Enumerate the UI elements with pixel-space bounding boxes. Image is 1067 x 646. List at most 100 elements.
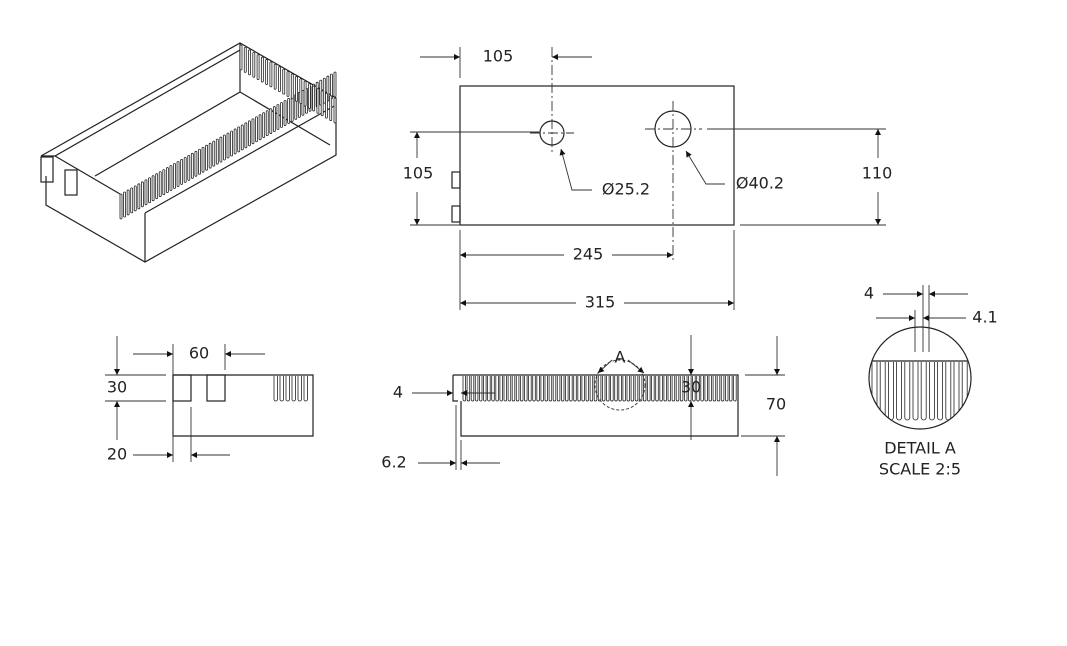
dim-fin-height: 30 bbox=[681, 378, 701, 397]
fin bbox=[140, 181, 144, 208]
fin bbox=[248, 49, 251, 76]
fin bbox=[479, 376, 483, 402]
fin bbox=[912, 362, 919, 421]
fin bbox=[663, 376, 667, 402]
fin bbox=[255, 116, 258, 143]
fin bbox=[548, 376, 553, 402]
fin bbox=[333, 97, 337, 124]
fin bbox=[634, 376, 639, 402]
fin bbox=[201, 146, 205, 173]
fin bbox=[945, 362, 952, 421]
dim-length: 315 bbox=[585, 293, 616, 312]
tab-iso-1 bbox=[40, 156, 54, 183]
fin bbox=[322, 77, 326, 104]
isometric-view bbox=[40, 42, 337, 263]
fin bbox=[536, 376, 540, 402]
fin bbox=[466, 376, 471, 402]
fin bbox=[700, 376, 704, 402]
fin bbox=[896, 362, 902, 421]
fin bbox=[733, 376, 737, 402]
fin bbox=[295, 75, 298, 102]
fin bbox=[194, 150, 198, 177]
iso-fins-front bbox=[119, 71, 337, 220]
fin bbox=[622, 376, 626, 402]
fin bbox=[511, 376, 516, 402]
dim-hole1-x: 105 bbox=[483, 47, 514, 66]
fin bbox=[119, 193, 123, 220]
fin bbox=[273, 63, 277, 90]
fin bbox=[708, 376, 712, 402]
fin bbox=[556, 376, 561, 402]
fin bbox=[585, 376, 589, 402]
dim-total-height: 70 bbox=[766, 395, 786, 414]
detail-a-marker bbox=[594, 359, 646, 411]
fin bbox=[240, 124, 244, 151]
detail-circle bbox=[868, 326, 972, 430]
fin bbox=[544, 376, 548, 402]
dim-tab-width: 20 bbox=[107, 445, 127, 464]
fin bbox=[688, 376, 692, 402]
fin bbox=[462, 376, 466, 402]
detail-dim-fin: 4 bbox=[864, 284, 874, 303]
iso-fins-right bbox=[239, 44, 337, 124]
fin bbox=[474, 376, 479, 402]
fin bbox=[265, 59, 269, 85]
tab-side-2 bbox=[206, 374, 226, 402]
fin bbox=[183, 156, 187, 183]
dim-offset: 6.2 bbox=[381, 453, 406, 472]
fin bbox=[561, 376, 565, 402]
fin bbox=[290, 73, 294, 100]
fin bbox=[130, 187, 134, 214]
fin bbox=[597, 376, 602, 402]
fin bbox=[888, 362, 894, 421]
fin bbox=[495, 376, 499, 402]
tab-iso-2 bbox=[64, 169, 78, 196]
fin bbox=[659, 376, 663, 402]
fin bbox=[520, 376, 524, 402]
tab-top-1 bbox=[451, 171, 461, 189]
fin bbox=[729, 376, 733, 402]
fin bbox=[151, 175, 155, 202]
fin bbox=[278, 66, 281, 93]
fin bbox=[725, 376, 729, 402]
fin bbox=[137, 183, 141, 210]
fin bbox=[684, 376, 688, 402]
fin bbox=[269, 61, 273, 88]
fin bbox=[208, 142, 212, 169]
fin bbox=[581, 376, 585, 402]
fin bbox=[187, 154, 191, 181]
fin bbox=[258, 114, 262, 141]
fin bbox=[237, 126, 241, 153]
fin bbox=[169, 165, 173, 191]
fin bbox=[904, 362, 911, 421]
fin bbox=[638, 376, 643, 402]
fin bbox=[675, 376, 680, 402]
fin bbox=[285, 376, 290, 402]
fin bbox=[287, 98, 291, 124]
detail-fins bbox=[869, 360, 971, 421]
fin bbox=[565, 376, 569, 402]
fin bbox=[283, 100, 287, 126]
fin bbox=[507, 376, 512, 402]
fin bbox=[299, 78, 303, 105]
fin bbox=[487, 376, 491, 402]
fin bbox=[148, 177, 151, 204]
fin bbox=[626, 376, 630, 402]
fin bbox=[251, 118, 255, 145]
fin bbox=[667, 376, 671, 402]
fin bbox=[123, 191, 126, 218]
dim-tab-height: 30 bbox=[107, 378, 127, 397]
fin bbox=[162, 169, 166, 196]
fin bbox=[333, 71, 337, 98]
fin bbox=[716, 376, 721, 402]
fin bbox=[198, 148, 201, 175]
detail-a-view: 4 4.1 DETAIL A SCALE 2:5 bbox=[864, 284, 998, 479]
hole1-diameter: Ø25.2 bbox=[602, 180, 650, 199]
detail-a-label: A bbox=[615, 348, 626, 367]
fin bbox=[528, 376, 532, 402]
fin bbox=[219, 136, 223, 163]
fin bbox=[937, 362, 943, 421]
dim-tab-span: 60 bbox=[189, 344, 209, 363]
fin bbox=[573, 376, 577, 402]
